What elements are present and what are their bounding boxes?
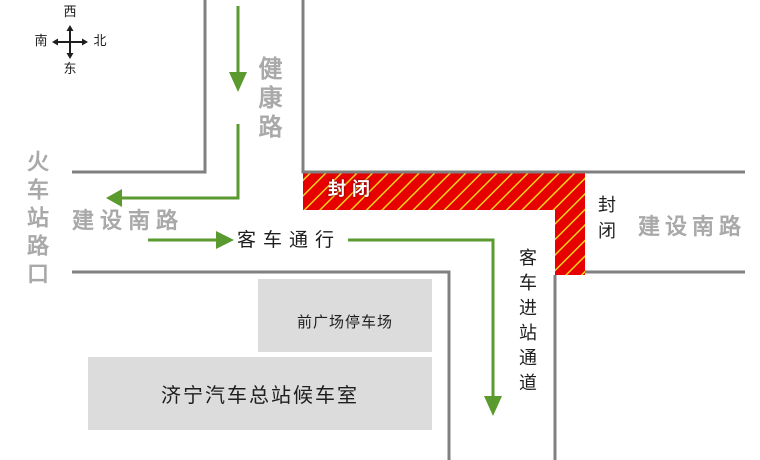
road-edge-southwest [72,270,451,460]
closure-side-label: 封闭 [595,195,616,247]
road-edge-northeast [301,0,745,174]
compass-icon [52,25,88,59]
road-label-jianshe-east: 建设南路 [638,215,747,240]
building-label: 济宁汽车总站候车室 [161,383,359,407]
road-label-station-junction: 火车站路口 [23,150,48,290]
arrowhead-down-icon [484,396,502,416]
route-arrow-station-entry [348,238,502,416]
road-label-jianshe-west: 建设南路 [72,209,185,234]
route-label-bus-through: 客车通行 [237,229,342,251]
route-arrow-turn-west [106,124,240,207]
road-label-jiankang: 健康路 [254,56,282,143]
route-arrow-east [148,231,234,249]
route-arrow-down-jiankang [229,6,247,92]
compass-west: 西 [63,5,77,20]
road-edge-northwest [72,0,207,174]
building-front-plaza-parking: 前广场停车场 [258,279,432,352]
building-label: 前广场停车场 [296,313,393,331]
compass-north: 北 [93,34,107,49]
compass-south: 南 [34,34,48,49]
route-label-bus-entry-lane: 客车进站通道 [516,248,537,398]
closure-area-label: 封闭 [328,179,376,200]
arrowhead-down-icon [229,72,247,92]
arrowhead-right-icon [216,231,234,249]
building-waiting-hall: 济宁汽车总站候车室 [88,357,432,430]
compass-east: 东 [63,62,77,77]
closed-road-area [303,172,585,275]
arrowhead-left-icon [106,189,122,207]
